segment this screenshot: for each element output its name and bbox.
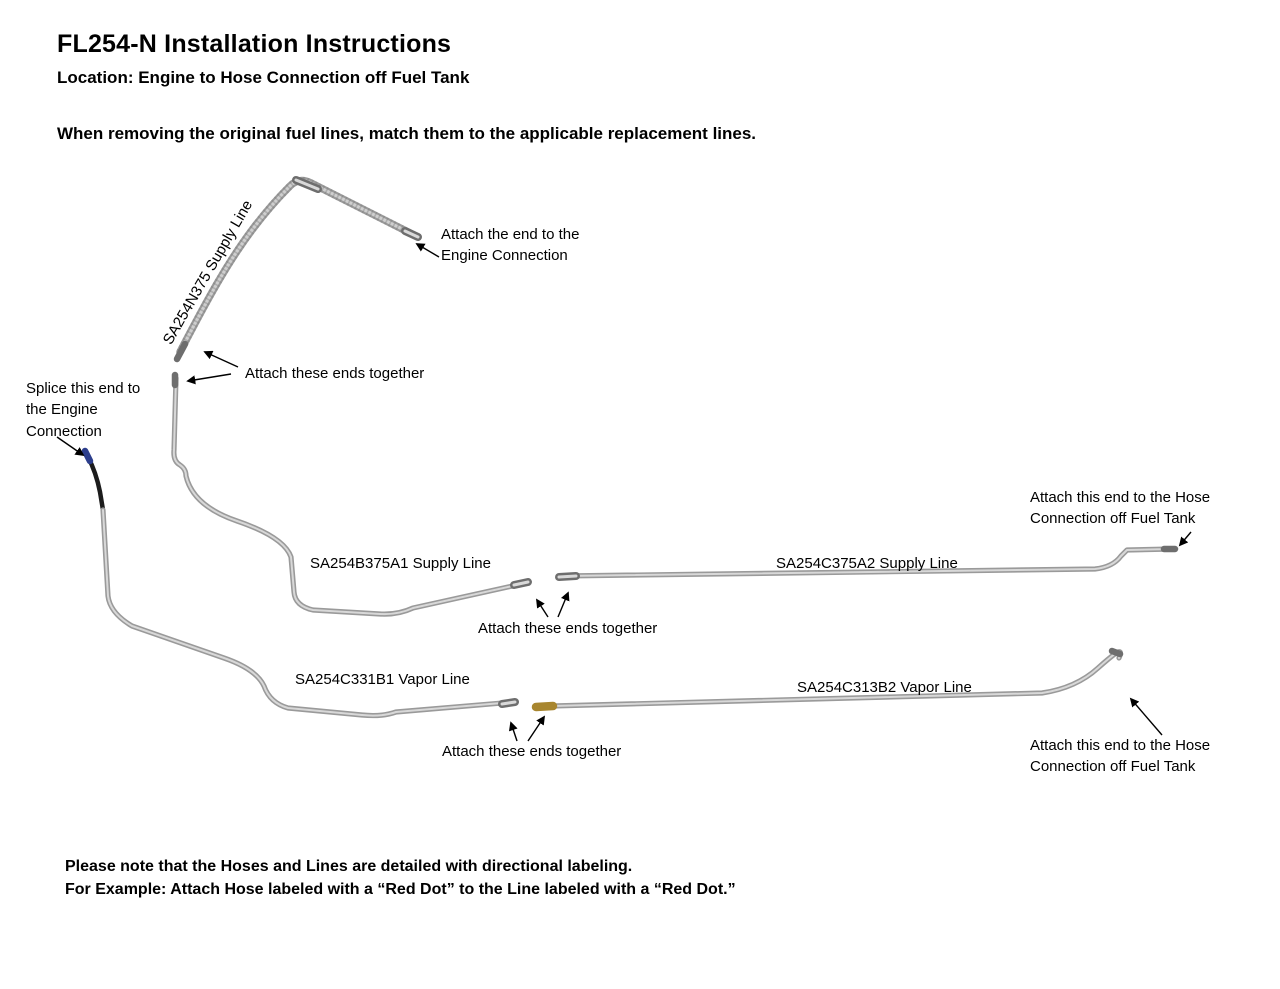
annotation-attach-ends-bottom: Attach these ends together: [442, 743, 622, 760]
hose-middle-ferrule-highlight: [294, 178, 320, 191]
annotation-arrows: [56, 243, 1192, 742]
label-vapor-line-c331b1: SA254C331B1 Vapor Line: [295, 671, 470, 688]
supply1-end-fitting-highlight: [512, 580, 530, 587]
arrow-attach-mid-b: [557, 591, 570, 618]
arrow-tank-vapor: [1129, 697, 1163, 736]
hose-bottom-fitting: [173, 340, 189, 363]
arrow-attach-top-a: [203, 350, 239, 368]
page-subtitle: Location: Engine to Hose Connection off …: [57, 68, 470, 87]
annotation-attach-ends-top: Attach these ends together: [245, 365, 425, 382]
arrow-tank-supply: [1178, 531, 1192, 547]
arrow-engine-connection: [415, 243, 440, 258]
vapor-line-c331b1-path: [81, 447, 519, 716]
supply-line-c375a2-path: [555, 545, 1179, 581]
annotation-attach-ends-mid: Attach these ends together: [478, 620, 658, 637]
arrow-attach-bottom-b: [527, 715, 546, 742]
splice-section: [85, 454, 106, 513]
annotation-attach-engine-end: Attach the end to the Engine Connection: [441, 226, 580, 265]
hose-sa254n375-line: [173, 176, 422, 363]
label-supply-line-b375a1: SA254B375A1 Supply Line: [310, 555, 491, 572]
label-supply-line-c375a2: SA254C375A2 Supply Line: [776, 555, 958, 572]
intro-note: When removing the original fuel lines, m…: [57, 124, 757, 143]
arrow-attach-mid-a: [536, 598, 549, 618]
arrow-attach-bottom-a: [508, 721, 518, 742]
brass-fitting: [531, 701, 558, 712]
vapor2-tank-fitting: [1108, 647, 1124, 658]
supply-line-b375a1-path: [174, 371, 532, 614]
blue-splice-fitting: [81, 447, 94, 465]
annotation-splice-engine: Splice this end to the Engine Connection: [26, 380, 141, 440]
vapor1-end-fitting-highlight: [500, 700, 517, 706]
supply2-start-fitting-highlight: [557, 574, 578, 579]
arrow-splice-engine: [56, 436, 85, 457]
vapor-line-c313b2-path: [531, 647, 1124, 712]
annotation-attach-tank-supply: Attach this end to the Hose Connection o…: [1030, 489, 1211, 528]
page-title: FL254-N Installation Instructions: [57, 30, 452, 58]
engine-connection-fitting-highlight: [403, 229, 420, 239]
label-vapor-line-c313b2: SA254C313B2 Vapor Line: [797, 679, 972, 696]
footer-note-line2: For Example: Attach Hose labeled with a …: [65, 881, 736, 898]
annotation-attach-tank-vapor: Attach this end to the Hose Connection o…: [1030, 737, 1211, 776]
footer-note-line1: Please note that the Hoses and Lines are…: [65, 858, 633, 875]
arrow-attach-top-b: [186, 373, 232, 385]
